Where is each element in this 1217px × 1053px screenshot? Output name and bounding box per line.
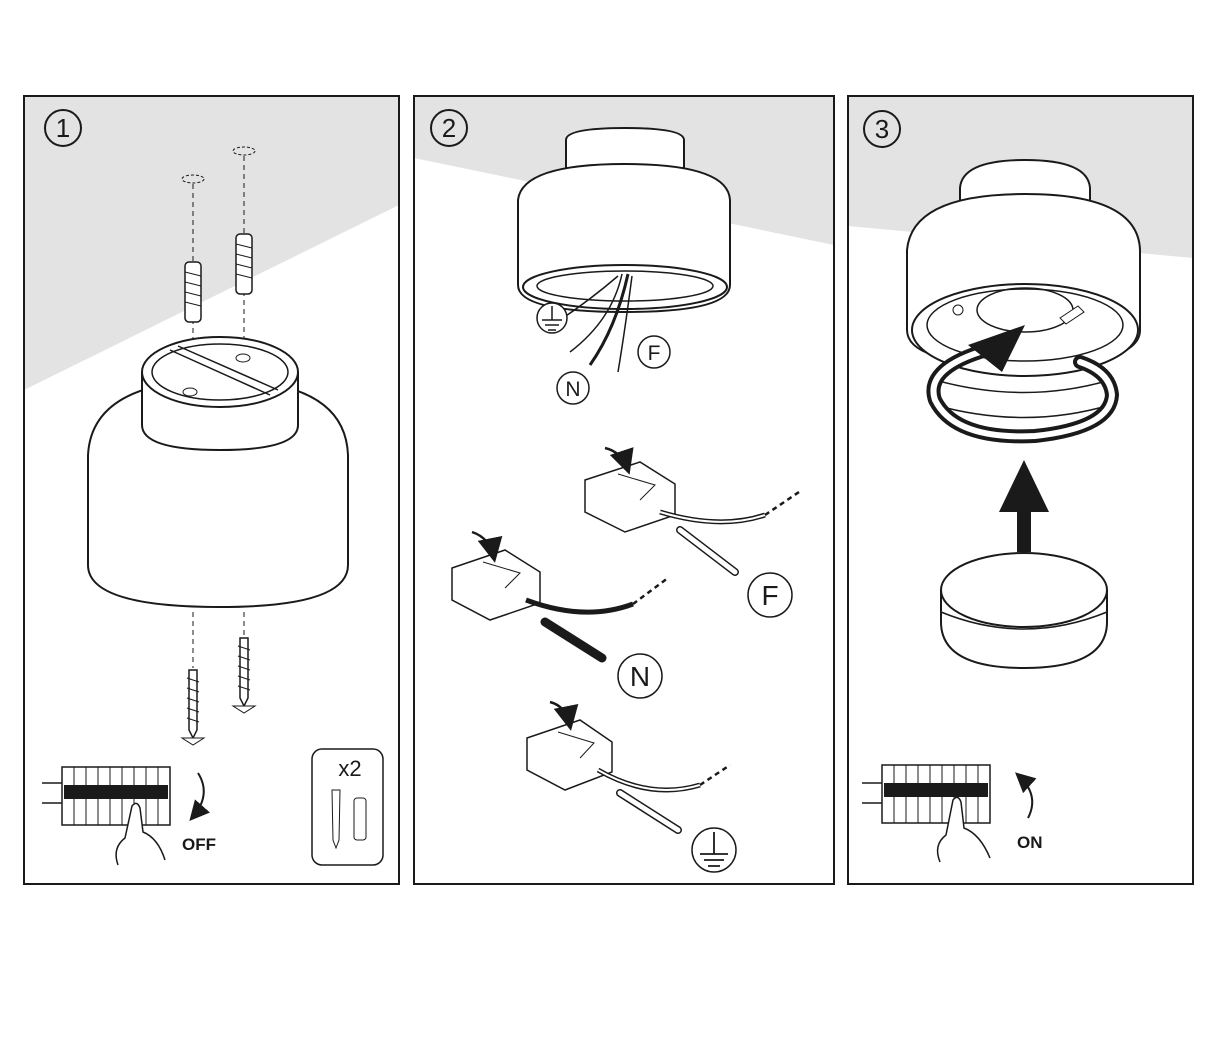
- switch-on-label: ON: [1017, 833, 1043, 852]
- ground-symbol-icon: [536, 302, 568, 334]
- screw-icon: [180, 669, 206, 746]
- drill-hole-mark: [181, 174, 205, 184]
- rotate-arrow-icon: [926, 325, 1120, 444]
- wire-connector-ground: [526, 700, 731, 834]
- phase-label-small: F: [648, 342, 661, 365]
- drill-hole-mark: [232, 146, 256, 156]
- quantity-label: x2: [338, 756, 361, 781]
- ground-symbol-icon: [691, 827, 737, 873]
- panel-step-3: 3: [847, 95, 1194, 885]
- step-number-badge: [430, 109, 468, 147]
- switch-off-label: OFF: [182, 835, 216, 854]
- screw-icon: [331, 789, 341, 850]
- switch-down-arrow-icon: [189, 772, 211, 822]
- panel-frame: [847, 95, 1194, 885]
- ceiling-lamp-body: [87, 336, 349, 609]
- neutral-label-large: N: [630, 661, 650, 692]
- neutral-badge: [556, 371, 590, 405]
- neutral-label-small: N: [565, 378, 580, 401]
- screw-icon: [231, 637, 257, 714]
- step-number-badge: [863, 110, 901, 148]
- wire-connector-neutral: [451, 530, 669, 663]
- panel-step-2: 2 F N: [413, 95, 835, 885]
- wire-connector-phase: [584, 446, 803, 576]
- phase-badge: [637, 335, 671, 369]
- lamp-diffuser: [940, 552, 1108, 670]
- wall-plug-icon: [353, 797, 367, 841]
- step-number-badge: [44, 109, 82, 147]
- breaker-panel-icon: [862, 764, 991, 824]
- hand-icon: [936, 796, 991, 863]
- switch-up-arrow-icon: [1015, 772, 1037, 819]
- step-number: 1: [56, 113, 70, 143]
- neutral-badge-large: [617, 653, 663, 699]
- ceiling-shade: [24, 96, 399, 390]
- phase-badge-large: [747, 572, 793, 618]
- lamp-housing: [906, 158, 1141, 419]
- hardware-quantity-box: x2: [311, 748, 384, 866]
- step-number: 3: [875, 114, 889, 144]
- wall-plug-icon: [235, 233, 253, 295]
- up-arrow-icon: [999, 460, 1049, 552]
- breaker-panel-icon: [42, 766, 171, 826]
- wall-plug-icon: [184, 261, 202, 323]
- panel-frame: [23, 95, 400, 885]
- panel-step-1: 1: [23, 95, 400, 885]
- hand-icon: [115, 802, 166, 866]
- panel-frame: [413, 95, 835, 885]
- step-number: 2: [442, 113, 456, 143]
- phase-label-large: F: [761, 580, 778, 611]
